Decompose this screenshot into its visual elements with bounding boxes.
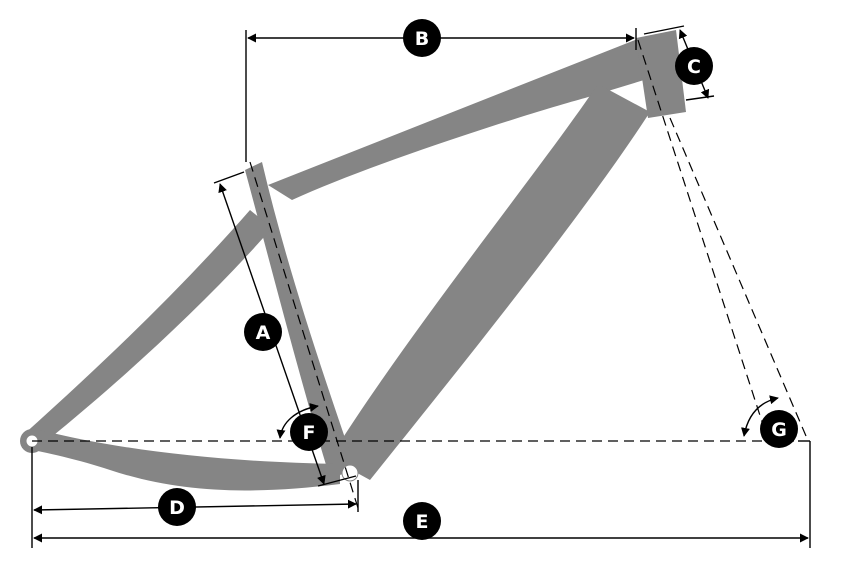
down-tube: [330, 84, 650, 480]
head-tube: [636, 30, 686, 118]
dim-c-ext-bottom: [685, 95, 715, 101]
badge-e: E: [403, 502, 441, 540]
dim-a-ext-top: [213, 171, 245, 184]
badge-c: C: [675, 47, 713, 85]
badge-d: D: [158, 488, 196, 526]
badge-f-text: F: [303, 422, 316, 444]
badge-a-text: A: [256, 322, 271, 344]
badge-d-text: D: [169, 497, 185, 519]
reference-lines: [32, 39, 807, 509]
head-tube-axis-dashed-2: [669, 117, 807, 437]
bike-frame: [20, 30, 686, 491]
badge-b-text: B: [415, 28, 429, 50]
badge-e-text: E: [416, 511, 429, 533]
badge-a: A: [244, 313, 282, 351]
badge-f: F: [290, 413, 328, 451]
badge-g: G: [760, 410, 798, 448]
seat-stay: [22, 210, 272, 448]
badge-c-text: C: [687, 56, 701, 78]
head-tube-axis-dashed-1: [637, 39, 767, 435]
badge-b: B: [403, 19, 441, 57]
dim-f-arc: [276, 403, 319, 439]
top-tube: [268, 38, 644, 200]
badge-g-text: G: [771, 419, 787, 441]
dim-c-ext-top: [643, 25, 685, 35]
dim-g-arc: [741, 395, 779, 437]
